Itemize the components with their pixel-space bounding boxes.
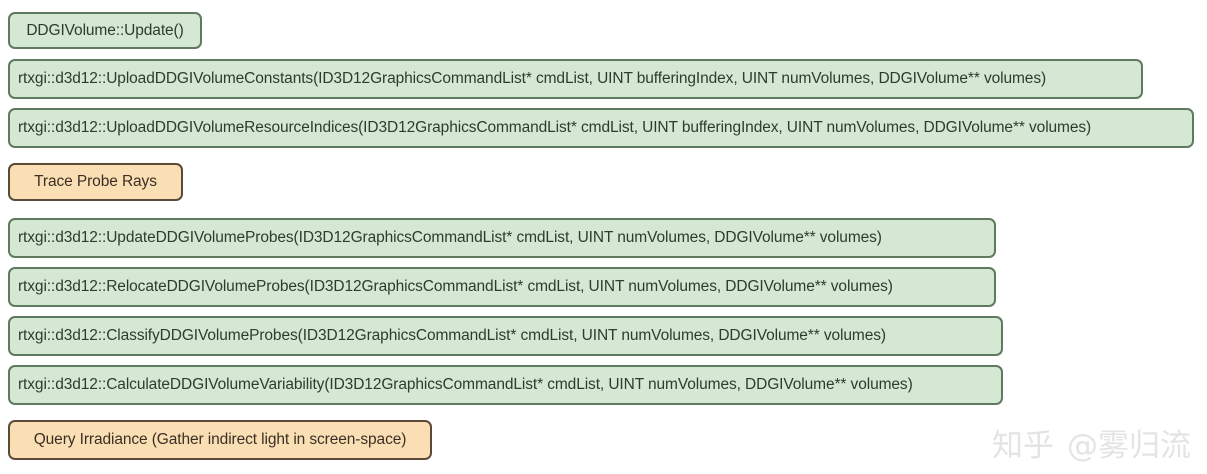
node-label: rtxgi::d3d12::UploadDDGIVolumeConstants(… xyxy=(18,70,1047,88)
zhihu-watermark: 知乎 @雾归流 xyxy=(992,431,1191,462)
node-upload-ddgivolume-constants[interactable]: rtxgi::d3d12::UploadDDGIVolumeConstants(… xyxy=(8,59,1143,99)
node-label: DDGIVolume::Update() xyxy=(26,21,184,39)
watermark-author-handle: @雾归流 xyxy=(1067,428,1191,464)
node-upload-ddgivolume-resource-indices[interactable]: rtxgi::d3d12::UploadDDGIVolumeResourceIn… xyxy=(8,108,1194,148)
node-update-ddgivolume-probes[interactable]: rtxgi::d3d12::UpdateDDGIVolumeProbes(ID3… xyxy=(8,218,996,258)
node-calculate-ddgivolume-variability[interactable]: rtxgi::d3d12::CalculateDDGIVolumeVariabi… xyxy=(8,365,1003,405)
node-label: Query Irradiance (Gather indirect light … xyxy=(33,431,407,449)
node-classify-ddgivolume-probes[interactable]: rtxgi::d3d12::ClassifyDDGIVolumeProbes(I… xyxy=(8,316,1003,356)
node-label: rtxgi::d3d12::UploadDDGIVolumeResourceIn… xyxy=(18,119,1092,137)
node-label: Trace Probe Rays xyxy=(34,173,157,191)
node-label: rtxgi::d3d12::CalculateDDGIVolumeVariabi… xyxy=(18,376,913,394)
node-label: rtxgi::d3d12::RelocateDDGIVolumeProbes(I… xyxy=(18,278,893,296)
node-query-irradiance[interactable]: Query Irradiance (Gather indirect light … xyxy=(8,420,432,460)
node-ddgivolume-update[interactable]: DDGIVolume::Update() xyxy=(8,12,202,49)
node-trace-probe-rays[interactable]: Trace Probe Rays xyxy=(8,163,183,201)
watermark-site-name: 知乎 xyxy=(992,428,1054,464)
node-label: rtxgi::d3d12::ClassifyDDGIVolumeProbes(I… xyxy=(18,327,886,345)
node-label: rtxgi::d3d12::UpdateDDGIVolumeProbes(ID3… xyxy=(18,229,882,247)
node-relocate-ddgivolume-probes[interactable]: rtxgi::d3d12::RelocateDDGIVolumeProbes(I… xyxy=(8,267,996,307)
